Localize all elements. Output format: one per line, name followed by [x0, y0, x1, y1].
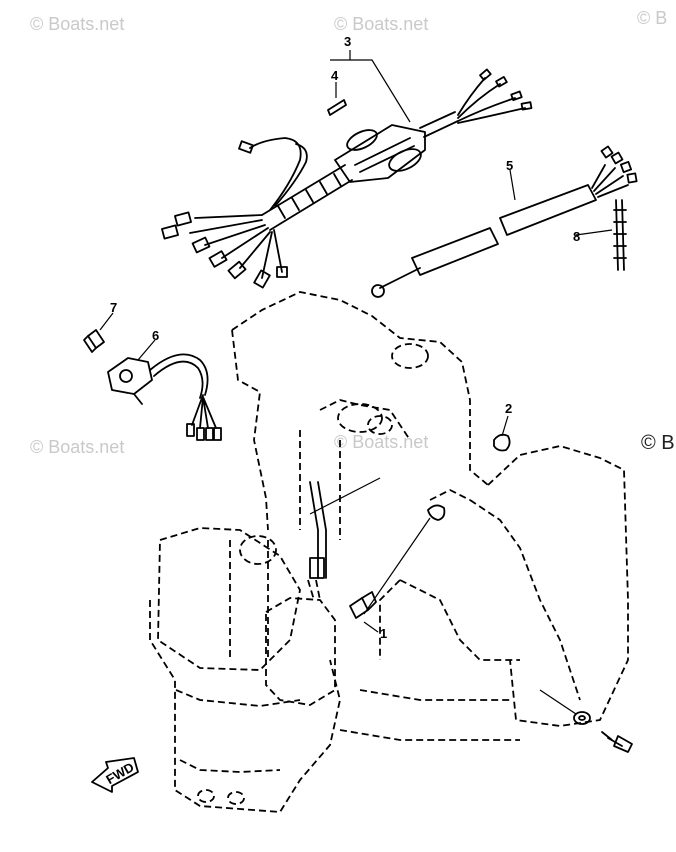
callout-6: 6 [152, 328, 159, 343]
callout-8: 8 [573, 229, 580, 244]
trim-sensor-part-6[interactable] [107, 353, 222, 441]
wire-clamp-on-bracket [427, 504, 446, 521]
callout-3: 3 [344, 34, 351, 49]
watermark-top-center: © Boats.net [334, 14, 429, 34]
protective-tube-part-5[interactable] [371, 145, 638, 298]
cable-tie-part-8[interactable] [613, 199, 627, 271]
callout-labels: 3 4 5 8 7 6 2 1 [110, 34, 580, 641]
screw-part-1[interactable] [349, 591, 377, 619]
callout-5: 5 [506, 158, 513, 173]
callout-1: 1 [380, 626, 387, 641]
leader-lines [99, 50, 613, 715]
power-trim-unit-outline [149, 527, 341, 813]
sensor-lead-on-unit [309, 481, 327, 579]
callout-4: 4 [331, 68, 339, 83]
watermark-top-left: © Boats.net [30, 14, 125, 34]
callout-2: 2 [505, 401, 512, 416]
clip-part-4[interactable] [327, 99, 347, 116]
fwd-label: FWD [103, 759, 136, 787]
fwd-direction-arrow: FWD [91, 757, 139, 793]
bolt-part-7[interactable] [83, 329, 105, 353]
clamp-part-2[interactable] [493, 433, 511, 452]
washer-and-screw[interactable] [573, 711, 633, 753]
watermark-top-right: © B [637, 8, 668, 28]
watermark-mid-center: © Boats.net [334, 432, 429, 452]
watermark-mid-left: © Boats.net [30, 437, 125, 457]
callout-7: 7 [110, 300, 117, 315]
watermark-mid-right: © B [641, 432, 675, 454]
swivel-bracket-outline [231, 291, 629, 741]
wiring-harness-part-3[interactable] [161, 68, 533, 289]
